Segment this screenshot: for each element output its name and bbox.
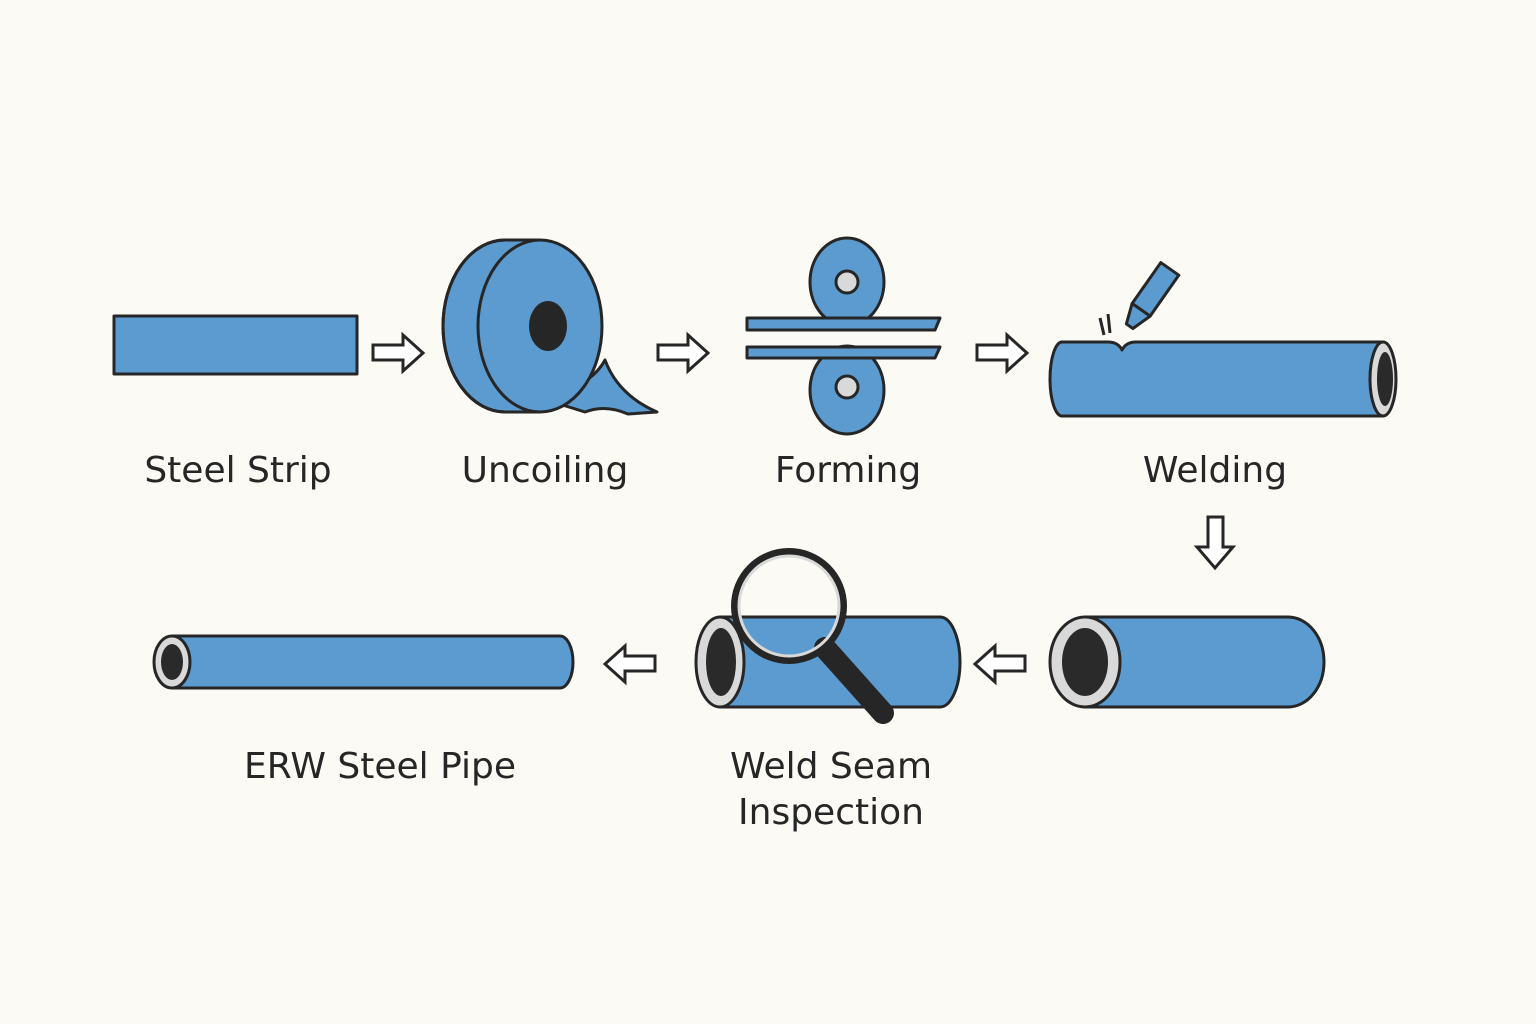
welding-torch-pipe-icon (1048, 261, 1398, 418)
step-label-welding: Welding (1142, 450, 1288, 491)
step-label-erw-steel-pipe: ERW Steel Pipe (244, 746, 516, 787)
forming-rollers-icon (745, 236, 942, 436)
long-pipe-icon (152, 634, 575, 690)
coil-icon (441, 238, 659, 416)
arrow-down-icon (1193, 515, 1237, 571)
step-label-steel-strip: Steel Strip (144, 450, 332, 491)
step-label-uncoiling: Uncoiling (461, 450, 629, 491)
arrow-left-icon (972, 642, 1027, 686)
magnifier-pipe-icon (694, 548, 962, 724)
arrow-left-icon (602, 642, 657, 686)
arrow-right-icon (371, 331, 426, 375)
arrow-right-icon (975, 331, 1030, 375)
step-label-forming: Forming (774, 450, 922, 491)
strip-icon (112, 314, 359, 376)
arrow-right-icon (656, 331, 711, 375)
pipe-icon (1048, 615, 1326, 709)
step-label-weld-seam-inspection: Weld Seam Inspection (729, 746, 933, 833)
